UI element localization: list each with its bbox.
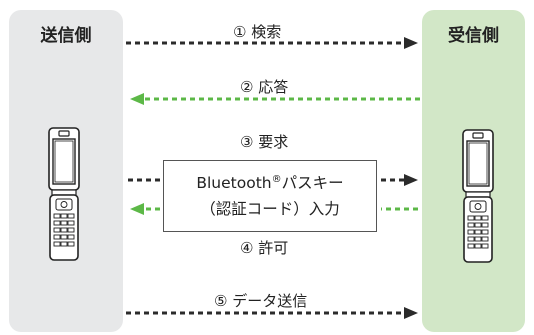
transfer-arrow bbox=[126, 307, 418, 319]
search-arrow bbox=[126, 37, 418, 49]
step-permit-label: ④ 許可 bbox=[240, 239, 289, 257]
permit-arrow bbox=[130, 203, 418, 215]
sender-phone-icon bbox=[48, 127, 80, 261]
passkey-word: パスキー bbox=[281, 174, 344, 192]
receiver-phone-icon bbox=[462, 129, 494, 263]
response-arrow bbox=[130, 93, 420, 105]
request-arrow bbox=[128, 174, 418, 186]
receiver-title: 受信側 bbox=[448, 26, 499, 46]
passkey-entry-box: Bluetooth®パスキー （認証コード）入力 bbox=[163, 160, 377, 232]
step-search-label: ① 検索 bbox=[233, 23, 282, 41]
registered-mark: ® bbox=[271, 173, 282, 185]
step-transfer-label: ⑤ データ送信 bbox=[214, 292, 308, 310]
passkey-brand: Bluetooth bbox=[196, 174, 272, 192]
step-request-label: ③ 要求 bbox=[240, 133, 289, 151]
sender-title: 送信側 bbox=[40, 26, 92, 46]
passkey-line1: Bluetooth®パスキー bbox=[164, 170, 376, 196]
step-response-label: ② 応答 bbox=[240, 78, 289, 96]
passkey-line2: （認証コード）入力 bbox=[200, 200, 340, 218]
